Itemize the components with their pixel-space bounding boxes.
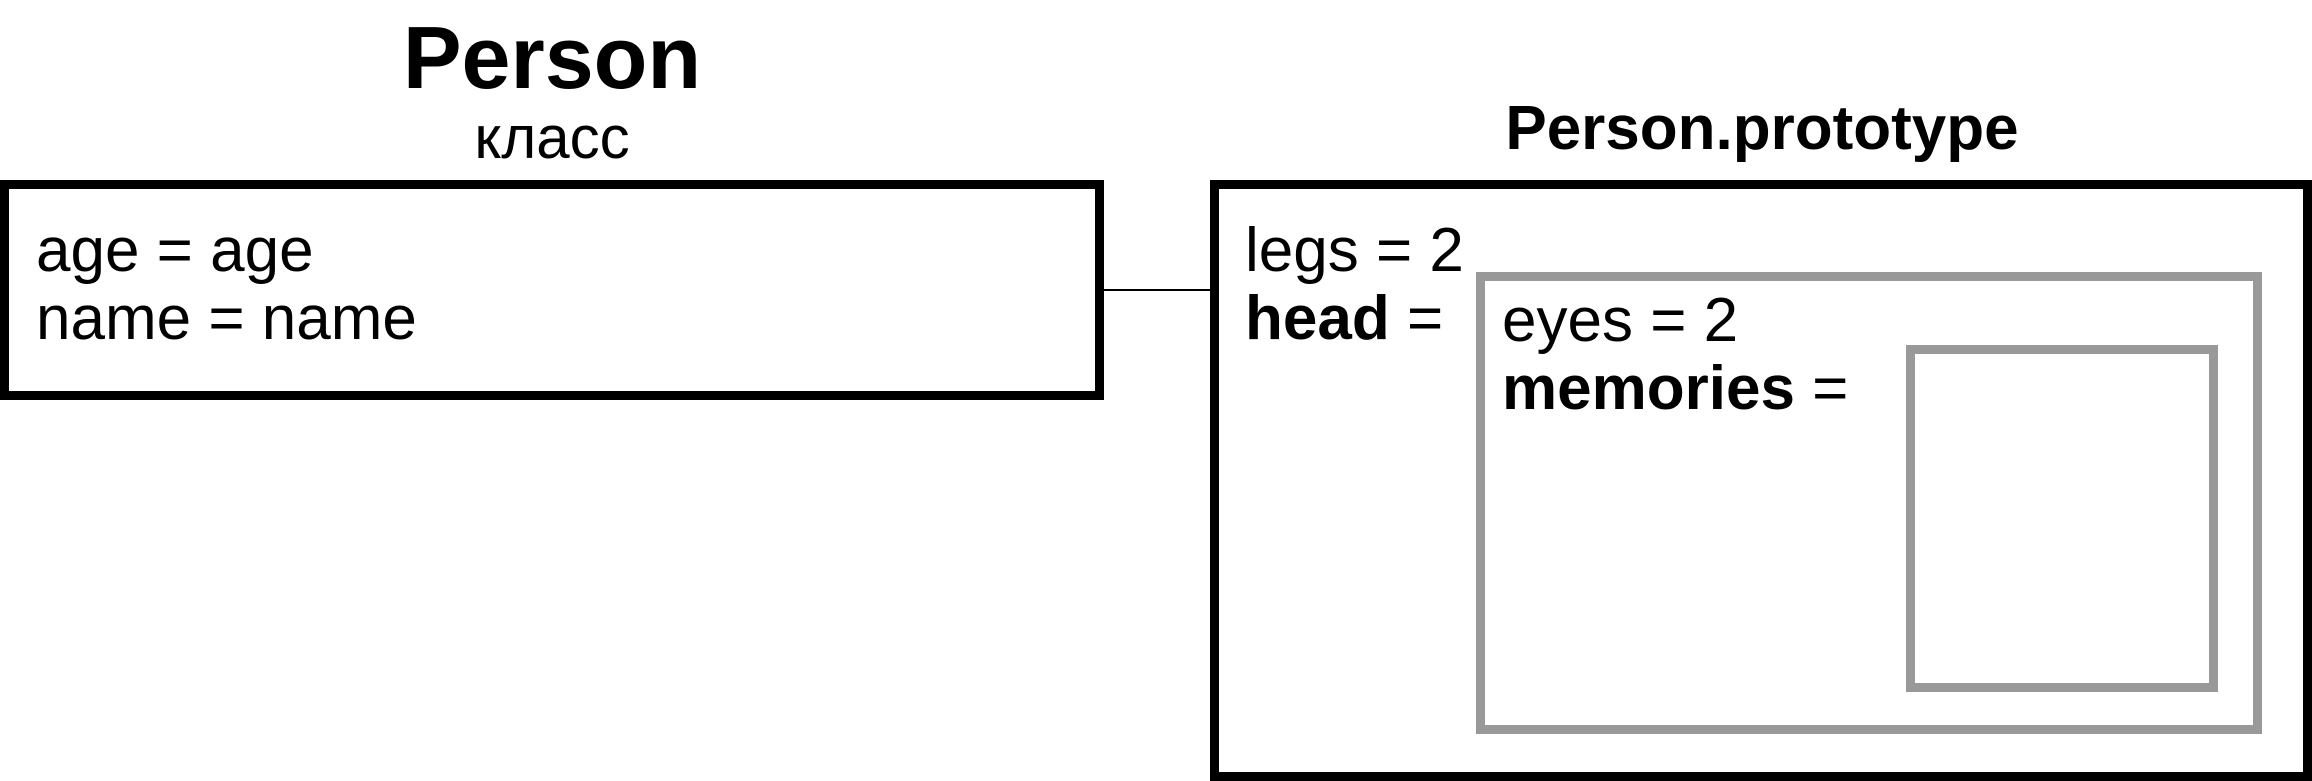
prototype-box: [1210, 180, 2312, 781]
memories-equals: =: [1794, 354, 1849, 423]
head-property-memories: memories =: [1502, 358, 1848, 420]
prototype-title: Person.prototype: [1505, 94, 2019, 163]
person-property-age: age = age: [36, 216, 314, 285]
person-class-box: [0, 180, 1104, 400]
head-property-eyes: eyes = 2: [1502, 286, 1739, 355]
person-class-subtitle: класс: [474, 104, 630, 171]
memories-object-box: [1906, 345, 2218, 692]
person-class-title: Person: [402, 8, 702, 107]
head-equals: =: [1389, 284, 1444, 353]
prototype-property-legs: legs = 2: [1245, 216, 1464, 285]
head-object-box: [1476, 272, 2262, 734]
prototype-property-head: head =: [1245, 288, 1443, 350]
memories-key: memories: [1502, 354, 1795, 423]
person-property-name: name = name: [36, 284, 417, 353]
head-key: head: [1245, 284, 1390, 353]
prototype-link-line: [1104, 289, 1210, 291]
